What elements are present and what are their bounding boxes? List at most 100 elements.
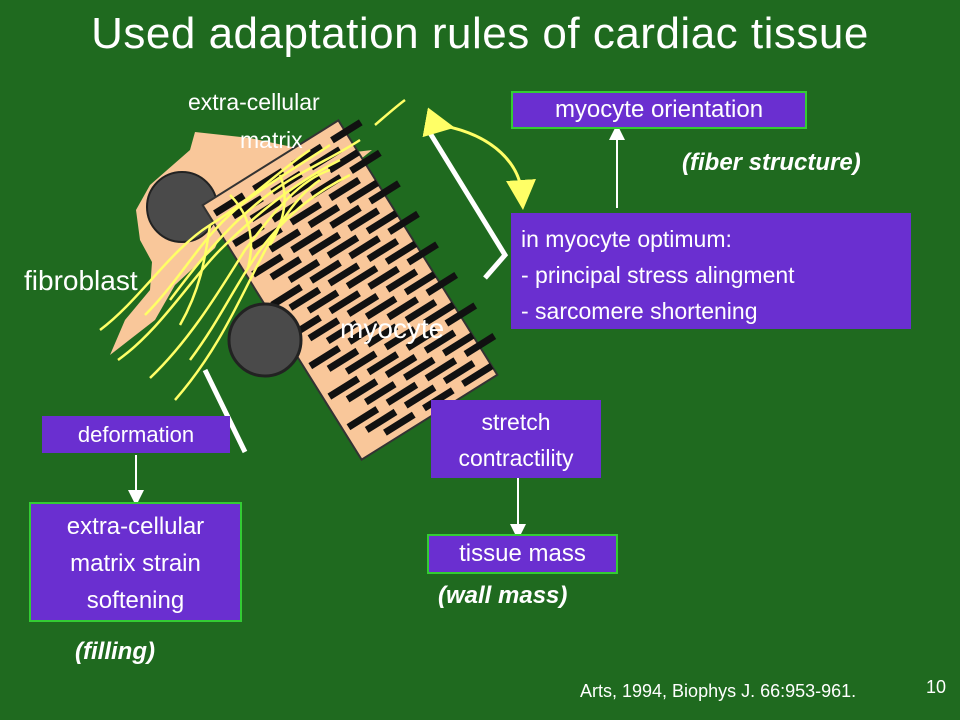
optimum-line-3: - sarcomere shortening	[521, 298, 758, 324]
sarcomere-stripe	[307, 317, 341, 342]
myocyte-nucleus	[227, 302, 303, 378]
sarcomere-stripe	[327, 149, 361, 174]
sarcomere-stripe	[422, 387, 455, 412]
sarcomere-stripe	[366, 351, 400, 376]
sarcomere-stripe	[423, 329, 457, 354]
sarcomere-stripe	[386, 296, 420, 321]
sarcomere-stripe	[289, 201, 322, 226]
myocyte-optimum-box: in myocyte optimum: - principal stress a…	[511, 213, 911, 329]
sarcomere-stripe	[368, 180, 401, 205]
sarcomere-stripe	[385, 268, 419, 293]
wall-mass-label: (wall mass)	[438, 582, 568, 609]
sarcomere-stripe	[251, 253, 284, 278]
sarcomere-stripe	[307, 204, 341, 229]
sarcomere-stripe	[345, 378, 379, 403]
sarcomere-stripe	[290, 229, 323, 254]
ecm-strain-box: extra-cellular matrix strain softening	[29, 502, 242, 622]
sarcomere-stripe	[406, 241, 439, 266]
sarcomere-stripe	[364, 408, 398, 433]
sarcomere-stripe	[346, 406, 380, 431]
sarcomere-stripe	[422, 301, 456, 326]
sarcomere-stripe	[384, 354, 418, 378]
ecm-label-line2: matrix	[240, 127, 303, 153]
sarcomere-stripe	[268, 228, 302, 253]
sarcomere-stripe	[365, 323, 399, 348]
slide-title: Used adaptation rules of cardiac tissue	[91, 9, 869, 58]
sarcomere-stripe	[349, 149, 382, 174]
sarcomere-stripe	[387, 210, 420, 235]
sarcomere-stripe	[306, 289, 340, 314]
sarcomere-stripe	[383, 411, 416, 436]
sarcomere-stripe	[347, 207, 381, 232]
sarcomere-stripe	[270, 284, 303, 309]
sarcomere-stripe	[344, 350, 378, 375]
sarcomere-stripe	[326, 234, 360, 259]
sarcomere-stripe	[346, 179, 380, 204]
sarcomere-stripe	[213, 192, 246, 217]
sarcomere-stripe	[444, 302, 478, 327]
sarcomere-stripe	[232, 222, 265, 247]
tissue-mass-box: tissue mass	[427, 534, 618, 574]
sarcomere-stripe	[442, 332, 475, 357]
ecm-strain-line-1: extra-cellular	[66, 513, 205, 540]
sarcomere-stripe	[385, 381, 419, 406]
optimum-line-2: - principal stress alingment	[521, 262, 795, 288]
ecm-label: extra-cellular	[188, 89, 320, 115]
stretch-line-1: stretch	[481, 409, 551, 435]
sarcomere-stripe	[367, 265, 400, 290]
optimum-line-1: in myocyte optimum:	[521, 226, 732, 252]
citation: Arts, 1994, Biophys J. 66:953-961.	[580, 681, 857, 701]
sarcomere-stripe	[328, 290, 361, 315]
sarcomere-stripe	[405, 326, 439, 351]
sarcomere-stripe	[330, 119, 363, 144]
sarcomere-stripe	[287, 259, 321, 283]
sarcomere-stripe	[231, 195, 264, 220]
fibroblast-label: fibroblast	[24, 265, 138, 296]
sarcomere-stripe	[325, 320, 359, 345]
sarcomere-stripe	[366, 238, 400, 263]
sarcomere-stripe	[309, 259, 342, 284]
sarcomere-stripe	[463, 333, 497, 358]
sarcomere-stripe	[442, 360, 476, 385]
sarcomere-stripe	[364, 295, 398, 320]
sarcomere-stripe	[363, 381, 397, 406]
myocyte-orientation-box: myocyte orientation	[511, 91, 807, 129]
sarcomere-stripe	[403, 384, 437, 409]
sarcomere-stripe	[269, 256, 302, 281]
sarcomere-stripe	[383, 326, 417, 351]
sarcomere-stripe	[365, 210, 399, 235]
sarcomere-stripe	[308, 345, 341, 370]
sarcomere-stripe	[327, 262, 361, 287]
sarcomere-stripe	[348, 235, 381, 260]
deformation-box: deformation	[42, 416, 230, 453]
sarcomere-stripe	[329, 204, 362, 229]
ecm-fibers	[99, 98, 406, 401]
sarcomere-stripe	[327, 375, 361, 400]
ecm-strain-line-3: softening	[86, 587, 185, 614]
sarcomere-stripe	[425, 271, 459, 296]
sarcomere-stripe	[347, 320, 380, 345]
sarcomere-stripe	[291, 143, 324, 168]
ecm-strain-line-2: matrix strain	[70, 550, 201, 577]
sarcomere-stripe	[345, 265, 379, 290]
myocyte-label: myocyte	[340, 313, 445, 344]
sarcomere-stripe	[424, 357, 458, 382]
myocyte-shape	[201, 119, 499, 461]
filling-label: (filling)	[75, 638, 155, 665]
sarcomere-stripe	[461, 362, 494, 387]
sarcomere-stripe	[346, 292, 380, 317]
sarcomere-stripe	[403, 271, 437, 296]
sarcomere-stripe	[288, 286, 322, 311]
sarcomere-stripe	[328, 177, 361, 201]
sarcomere-stripe	[404, 299, 438, 324]
stretch-contractility-box: stretch contractility	[431, 400, 601, 478]
sarcomere-stripe	[308, 231, 341, 256]
stretch-line-2: contractility	[458, 445, 574, 471]
rotation-arrow	[422, 107, 536, 210]
sarcomere-stripe	[384, 240, 418, 265]
sarcomere-stripe	[402, 356, 436, 381]
fiber-structure-label: (fiber structure)	[682, 149, 861, 176]
page-number: 10	[926, 677, 947, 697]
